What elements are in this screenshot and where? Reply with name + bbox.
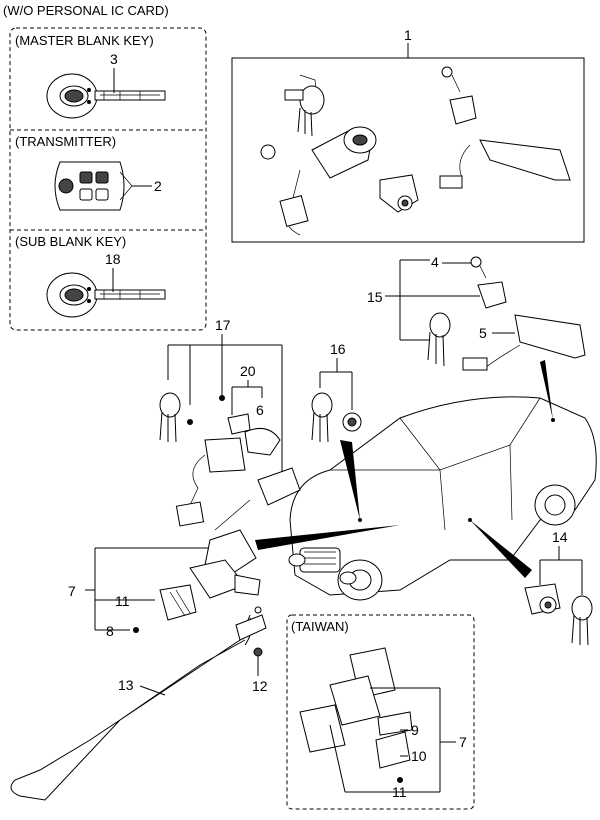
callout-3: 3 (110, 51, 118, 67)
callout-6: 6 (256, 402, 264, 418)
master-blank-key (46, 68, 166, 119)
sub-key-label: (SUB BLANK KEY) (15, 234, 126, 249)
taiwan-label: (TAIWAN) (291, 619, 349, 634)
door-key-group (524, 546, 593, 646)
callout-13: 13 (118, 677, 134, 693)
callout-11-taiwan: 11 (392, 784, 407, 800)
callout-14: 14 (552, 529, 568, 545)
callout-12: 12 (252, 678, 268, 694)
callout-16: 16 (330, 341, 346, 357)
callout-7-left: 7 (68, 583, 76, 599)
car-illustration (255, 360, 597, 601)
callout-8: 8 (106, 623, 114, 639)
master-key-label: (MASTER BLANK KEY) (15, 33, 154, 48)
transmitter-label: (TRANSMITTER) (15, 134, 116, 149)
sub-blank-key (46, 268, 166, 318)
callout-11-left: 11 (115, 593, 130, 609)
ignition-group (159, 334, 301, 527)
door-lock-group (311, 358, 362, 443)
callout-17: 17 (215, 317, 231, 333)
callout-9: 9 (411, 722, 419, 738)
cable-assembly (10, 606, 267, 801)
taiwan-box: (TAIWAN) (286, 614, 475, 810)
callout-10: 10 (411, 748, 427, 764)
key-panel: (MASTER BLANK KEY) (TRANSMITTER) (SUB BL… (9, 27, 207, 331)
callout-1: 1 (404, 27, 412, 43)
callout-20: 20 (240, 363, 256, 379)
lock-set-box (231, 43, 585, 243)
callout-5: 5 (479, 325, 487, 341)
steering-lock-group (85, 499, 261, 633)
trunk-lock-group (385, 256, 586, 371)
callout-2: 2 (154, 178, 162, 194)
callout-7-taiwan: 7 (459, 734, 467, 750)
callout-4: 4 (431, 254, 439, 270)
diagram-title: (W/O PERSONAL IC CARD) (3, 3, 169, 18)
transmitter (54, 161, 152, 211)
callout-18: 18 (105, 251, 121, 267)
callout-15: 15 (367, 289, 383, 305)
